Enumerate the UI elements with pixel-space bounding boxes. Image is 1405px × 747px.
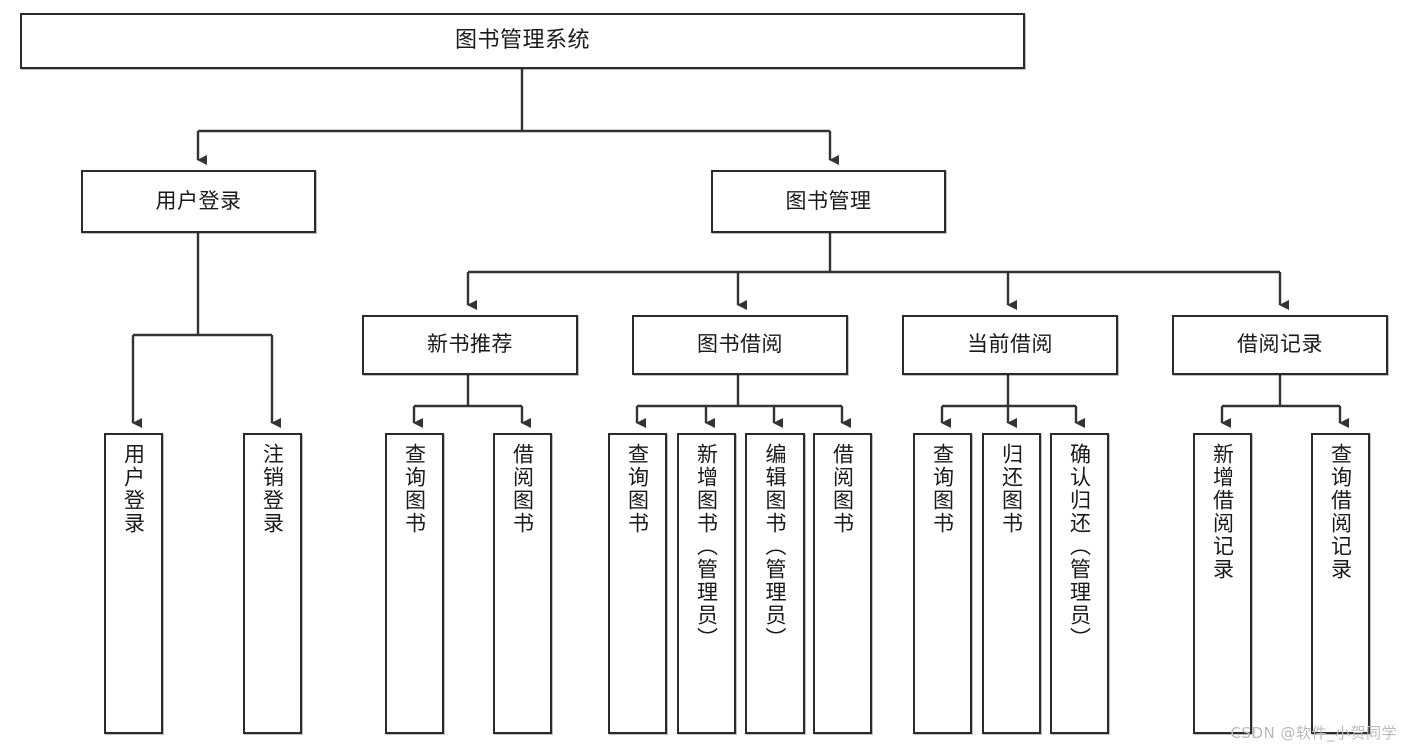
node-user-login[interactable]: 用户登录	[81, 170, 316, 233]
leaf-record-add-record[interactable]: 新增借阅记录	[1193, 433, 1252, 734]
node-book-management[interactable]: 图书管理	[711, 170, 946, 233]
node-label: 用户登录	[121, 443, 146, 535]
leaf-recommend-query-book[interactable]: 查询图书	[385, 433, 444, 734]
node-label: 查询借阅记录	[1328, 443, 1353, 581]
node-label: 查询图书	[930, 443, 955, 535]
node-label: 新增图书（管理员）	[694, 443, 719, 650]
node-label: 注销登录	[260, 443, 285, 535]
node-label: 编辑图书（管理员）	[763, 443, 788, 650]
node-root-book-management-system[interactable]: 图书管理系统	[20, 13, 1025, 69]
leaf-recommend-borrow-book[interactable]: 借阅图书	[493, 433, 552, 734]
leaf-borrow-edit-book-admin[interactable]: 编辑图书（管理员）	[745, 433, 805, 734]
node-label: 图书借阅	[697, 332, 783, 357]
leaf-record-query-record[interactable]: 查询借阅记录	[1311, 433, 1370, 734]
leaf-borrow-borrow-book[interactable]: 借阅图书	[813, 433, 872, 734]
node-label: 借阅图书	[830, 443, 855, 535]
node-label: 借阅图书	[510, 443, 535, 535]
node-book-borrow[interactable]: 图书借阅	[632, 315, 848, 375]
leaf-current-confirm-return-admin[interactable]: 确认归还（管理员）	[1050, 433, 1109, 734]
node-label: 当前借阅	[967, 332, 1053, 357]
node-label: 用户登录	[155, 188, 242, 213]
node-label: 新书推荐	[427, 332, 513, 357]
node-label: 查询图书	[625, 443, 650, 535]
node-current-borrow[interactable]: 当前借阅	[902, 315, 1118, 375]
node-new-book-recommend[interactable]: 新书推荐	[362, 315, 578, 375]
node-label: 借阅记录	[1237, 332, 1323, 357]
leaf-current-return-book[interactable]: 归还图书	[982, 433, 1041, 734]
leaf-user-login-logout[interactable]: 注销登录	[243, 433, 302, 734]
leaf-current-query-book[interactable]: 查询图书	[913, 433, 972, 734]
leaf-borrow-add-book-admin[interactable]: 新增图书（管理员）	[677, 433, 736, 734]
leaf-user-login-login[interactable]: 用户登录	[104, 433, 163, 734]
node-label: 确认归还（管理员）	[1067, 443, 1092, 650]
node-borrow-record[interactable]: 借阅记录	[1172, 315, 1388, 375]
node-label: 归还图书	[999, 443, 1024, 535]
node-label: 新增借阅记录	[1210, 443, 1235, 581]
leaf-borrow-query-book[interactable]: 查询图书	[608, 433, 667, 734]
node-label: 图书管理	[785, 188, 872, 213]
node-label: 查询图书	[402, 443, 427, 535]
node-label: 图书管理系统	[454, 27, 590, 53]
